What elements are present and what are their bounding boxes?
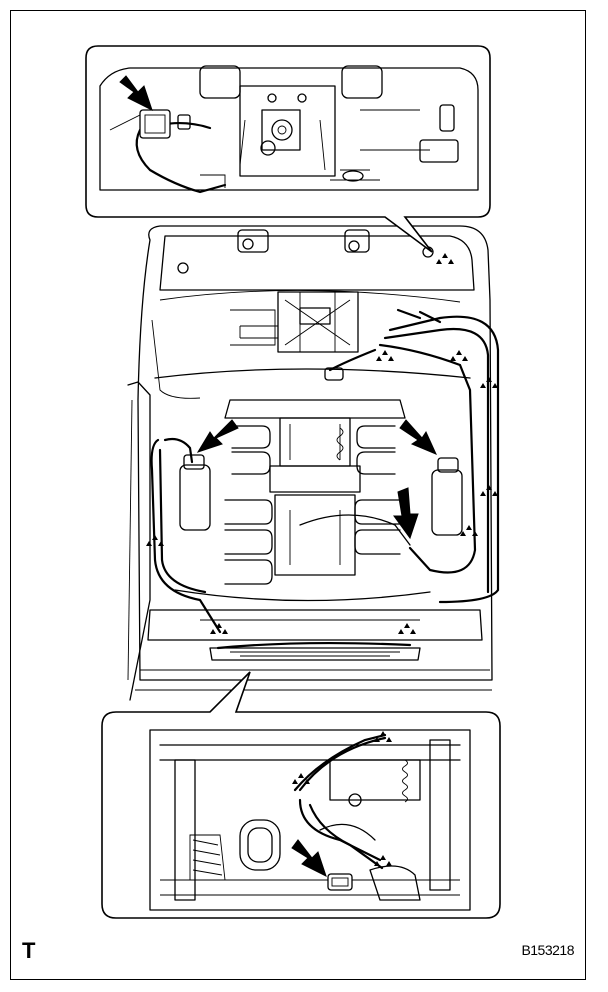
clip-icon [210, 623, 228, 634]
clip-icon [146, 535, 164, 546]
clip-icon [374, 731, 392, 742]
clip-icon [376, 350, 394, 361]
clip-icon [436, 253, 454, 264]
clip-icon [480, 485, 498, 496]
clip-icon [374, 855, 392, 866]
figure-id: B153218 [521, 942, 574, 958]
callout-bottom [101, 671, 501, 919]
figure-label: T [22, 938, 36, 963]
clip-icon [398, 623, 416, 634]
clip-icon [460, 525, 478, 536]
callout-top [85, 45, 491, 253]
arrow-icon [196, 419, 239, 453]
wire-harness-main [150, 308, 500, 650]
arrow-icon [399, 419, 437, 455]
arrow-icon [393, 487, 419, 540]
seat-frame-main [127, 225, 493, 701]
clip-icon [292, 773, 310, 784]
clip-markers [146, 253, 498, 634]
clip-icon [450, 350, 468, 361]
clip-icon [480, 377, 498, 388]
